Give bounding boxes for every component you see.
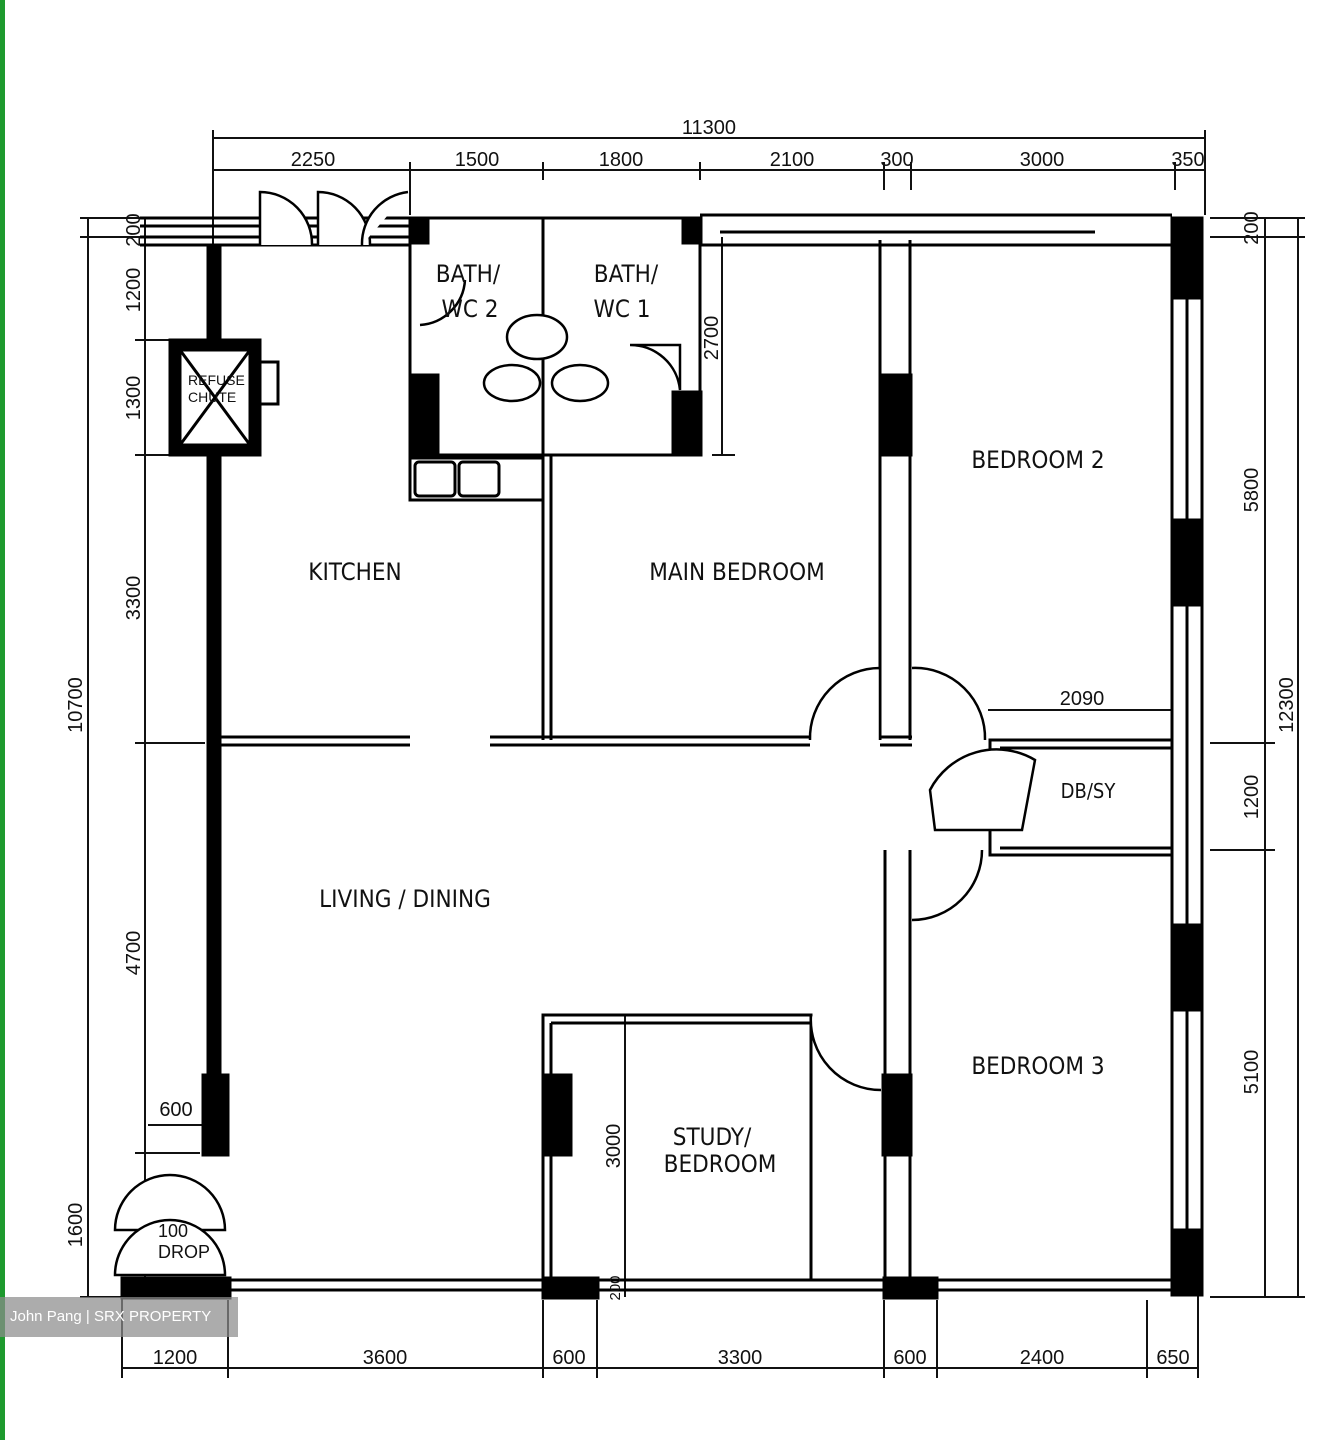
dim-top: 1500 [455, 149, 500, 171]
study-label-1: STUDY/ [673, 1123, 752, 1151]
main-bedroom-label: MAIN BEDROOM [649, 558, 824, 586]
dim-right-total: 12300 [1276, 677, 1298, 733]
dim-study-wall: 200 [607, 1275, 624, 1300]
dim-top: 2250 [291, 149, 336, 171]
dim-left-inner: 600 [159, 1099, 192, 1121]
dim-left: 4700 [123, 931, 145, 976]
dim-left: 1200 [123, 268, 145, 313]
dim-top: 350 [1171, 149, 1204, 171]
study-label-2: BEDROOM [664, 1150, 777, 1178]
dim-bottom: 600 [552, 1347, 585, 1369]
dim-left: 1600 [65, 1203, 87, 1248]
doors [113, 190, 1037, 1277]
room-labels: BATH/ WC 2 BATH/ WC 1 REFUSE CHUTE KITCH… [158, 260, 1116, 1262]
bath1-label-1: BATH/ [594, 260, 659, 288]
dim-top-total: 11300 [682, 117, 736, 139]
dim-right: 200 [1241, 211, 1263, 244]
drop-label-1: 100 [158, 1221, 188, 1241]
dim-dbsy-width: 2090 [1060, 688, 1105, 710]
drop-label-2: DROP [158, 1242, 210, 1262]
dbsy-label: DB/SY [1061, 779, 1117, 803]
dim-left: 200 [123, 213, 145, 246]
dim-right: 5100 [1241, 1050, 1263, 1095]
dim-top: 2100 [770, 149, 815, 171]
bedroom2-label: BEDROOM 2 [971, 446, 1104, 474]
watermark: John Pang | SRX PROPERTY [0, 1297, 238, 1337]
bath2-label-2: WC 2 [441, 295, 498, 323]
dim-bottom: 600 [893, 1347, 926, 1369]
dim-left: 1300 [123, 376, 145, 421]
kitchen-label: KITCHEN [308, 558, 401, 586]
dim-bottom: 650 [1156, 1347, 1189, 1369]
bath2-label-1: BATH/ [436, 260, 501, 288]
refuse-label-1: REFUSE [188, 372, 245, 388]
dim-left-total: 10700 [65, 677, 87, 733]
living-dining-label: LIVING / DINING [319, 885, 491, 913]
dim-right: 5800 [1241, 468, 1263, 513]
dim-bottom: 1200 [153, 1347, 198, 1369]
dim-right: 1200 [1241, 775, 1263, 820]
dim-bath-height: 2700 [701, 316, 723, 361]
dim-top: 300 [880, 149, 913, 171]
green-border [0, 0, 5, 1440]
walls [120, 213, 1204, 1300]
dim-top: 1800 [599, 149, 644, 171]
dimension-labels: 11300 2250 1500 1800 2100 300 3000 350 1… [65, 117, 1298, 1369]
dim-bottom: 3300 [718, 1347, 763, 1369]
dim-study-height: 3000 [603, 1124, 625, 1169]
bath1-label-2: WC 1 [593, 295, 650, 323]
dim-left: 3300 [123, 576, 145, 621]
dim-top: 3000 [1020, 149, 1065, 171]
bedroom3-label: BEDROOM 3 [971, 1052, 1104, 1080]
dim-bottom: 3600 [363, 1347, 408, 1369]
refuse-label-2: CHUTE [188, 389, 236, 405]
dim-bottom: 2400 [1020, 1347, 1065, 1369]
dimension-lines [80, 130, 1305, 1378]
